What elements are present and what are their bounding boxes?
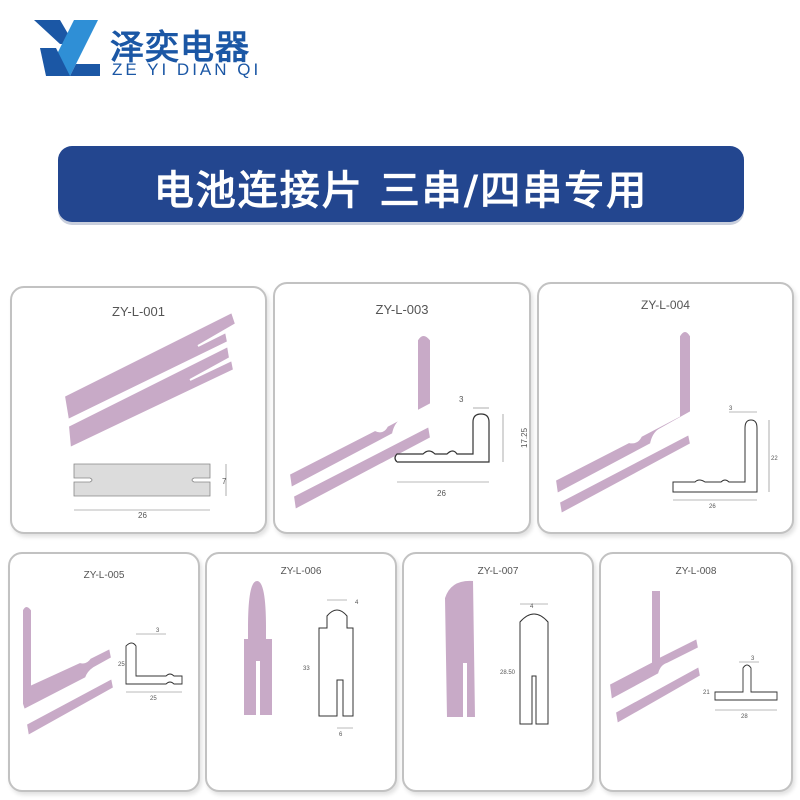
- product-model: ZY-L-006: [280, 566, 322, 577]
- product-card-zy-l-007: ZY-L-007 4 28.50: [402, 552, 594, 792]
- product-drawing: 7 26: [62, 310, 238, 520]
- plate: [242, 578, 274, 717]
- dim-width: 3: [459, 395, 464, 404]
- brand-logo: 泽奕电器 ZE YI DIAN QI: [30, 14, 330, 84]
- dim-length: 26: [437, 489, 446, 498]
- outline-drawing: [672, 411, 770, 501]
- plate-lower: [291, 424, 433, 512]
- outline-drawing: [519, 603, 549, 725]
- product-drawing: 4 28.50: [442, 578, 549, 725]
- outline-drawing: [714, 661, 778, 711]
- plate-lower: [613, 664, 703, 726]
- product-drawing: 3 17.25 26: [287, 334, 529, 512]
- dim-length: 26: [709, 504, 716, 510]
- dim-height: 25: [118, 662, 125, 668]
- product-model: ZY-L-001: [112, 304, 165, 319]
- banner-title: 电池连接片 三串/四串专用: [153, 168, 649, 214]
- product-card-zy-l-006: ZY-L-006 4 33 6: [205, 552, 397, 792]
- product-drawing: 4 33 6: [242, 578, 359, 738]
- product-model: ZY-L-005: [83, 570, 125, 581]
- dim-width: 3: [729, 406, 733, 412]
- product-drawing: 3 22 26: [553, 330, 778, 516]
- outline-drawing: [394, 407, 504, 483]
- dim-width: 3: [751, 656, 755, 662]
- dim-height: 22: [771, 456, 778, 462]
- brand-name-cn: 泽奕电器: [110, 28, 250, 68]
- product-model: ZY-L-003: [375, 302, 429, 317]
- plate-upper: [21, 605, 114, 712]
- product-model: ZY-L-008: [675, 566, 717, 577]
- product-card-zy-l-003: ZY-L-003 3 17.25 26: [273, 282, 531, 534]
- dim-length: 26: [138, 511, 147, 520]
- dim-length: 28: [741, 714, 748, 720]
- flat-drawing: [73, 463, 227, 511]
- product-model: ZY-L-004: [641, 298, 690, 312]
- outline-drawing: [318, 599, 354, 729]
- plate-lower: [24, 676, 116, 738]
- product-card-zy-l-001: ZY-L-001 7 26: [10, 286, 267, 534]
- product-card-zy-l-008: ZY-L-008 3 21 28: [599, 552, 793, 792]
- dim-length: 25: [150, 696, 157, 702]
- outline-drawing: [125, 633, 183, 693]
- product-card-zy-l-004: ZY-L-004 3 22 26: [537, 282, 794, 534]
- product-drawing: 3 21 28: [607, 589, 778, 726]
- plate-lower: [557, 432, 693, 516]
- dim-width: 3: [156, 628, 160, 634]
- product-model: ZY-L-007: [477, 566, 519, 577]
- dim-bottom: 6: [339, 732, 343, 738]
- dim-height: 28.50: [500, 670, 516, 676]
- dim-height: 7: [222, 477, 227, 486]
- plate-upper: [607, 589, 701, 702]
- dim-width: 4: [530, 604, 534, 610]
- plate-upper: [62, 310, 238, 422]
- product-drawing: 3 25 25: [21, 605, 183, 738]
- product-card-zy-l-005: ZY-L-005 3 25 25: [8, 552, 200, 792]
- dim-height: 17.25: [520, 427, 529, 448]
- title-banner: 电池连接片 三串/四串专用: [58, 146, 744, 222]
- dim-height: 33: [303, 666, 310, 672]
- dim-width: 4: [355, 600, 359, 606]
- dim-height: 21: [703, 690, 710, 696]
- brand-name-en: ZE YI DIAN QI: [112, 60, 262, 79]
- logo-mark-icon: [34, 20, 100, 76]
- plate: [442, 578, 478, 719]
- plate-lower: [66, 344, 236, 450]
- plate-upper: [553, 330, 692, 496]
- plate-upper: [287, 334, 432, 490]
